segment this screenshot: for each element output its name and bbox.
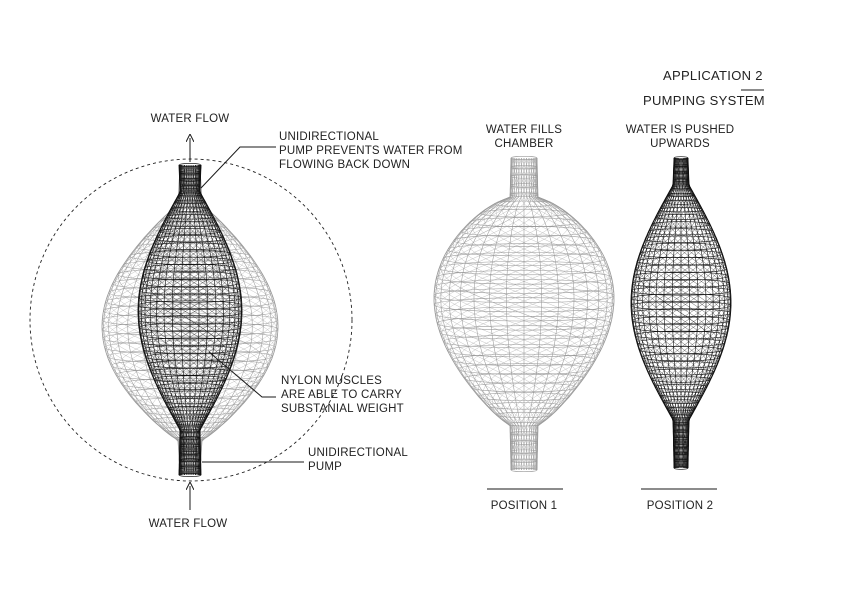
callout-top-line-2: PUMP PREVENTS WATER FROM — [279, 145, 463, 157]
position-1-diagram — [433, 156, 615, 490]
position-1-mesh — [433, 156, 615, 472]
position-2-caption-line-1: WATER IS PUSHED — [625, 124, 735, 136]
callout-bottom-pump: UNIDIRECTIONAL PUMP — [308, 446, 408, 474]
position-1-caption-line-1: WATER FILLS — [485, 124, 563, 136]
bottom-water-flow-label: WATER FLOW — [148, 518, 228, 530]
position-1-label: POSITION 1 — [490, 500, 558, 512]
callout-top-line-3: FLOWING BACK DOWN — [279, 159, 411, 171]
leader-top-pump — [200, 146, 276, 189]
callout-middle-line-3: SUBSTANIAL WEIGHT — [281, 403, 404, 415]
position-1-caption-line-2: CHAMBER — [494, 138, 554, 150]
position-2-caption-line-2: UPWARDS — [650, 138, 710, 150]
callout-top-pump: UNIDIRECTIONAL PUMP PREVENTS WATER FROM … — [279, 130, 463, 172]
left-composite-diagram — [29, 138, 353, 510]
leader-nylon-muscles — [208, 351, 276, 398]
top-water-flow-label: WATER FLOW — [150, 113, 230, 125]
position-2-label: POSITION 2 — [646, 500, 714, 512]
title-line-1: APPLICATION 2 — [663, 68, 763, 83]
callout-bottom-line-1: UNIDIRECTIONAL — [308, 447, 408, 459]
contracted-chamber-mesh — [137, 163, 243, 477]
callout-nylon-muscles: NYLON MUSCLES ARE ABLE TO CARRY SUBSTANI… — [281, 374, 404, 416]
callout-top-line-1: UNIDIRECTIONAL — [279, 131, 379, 143]
title-line-2: PUMPING SYSTEM — [643, 93, 765, 108]
callout-middle-line-2: ARE ABLE TO CARRY — [281, 389, 403, 401]
position-2-diagram — [630, 156, 732, 490]
callout-middle-line-1: NYLON MUSCLES — [281, 375, 383, 387]
dashed-boundary-circle — [29, 158, 353, 482]
position-2-mesh — [630, 156, 732, 470]
callout-bottom-line-2: PUMP — [308, 461, 343, 473]
